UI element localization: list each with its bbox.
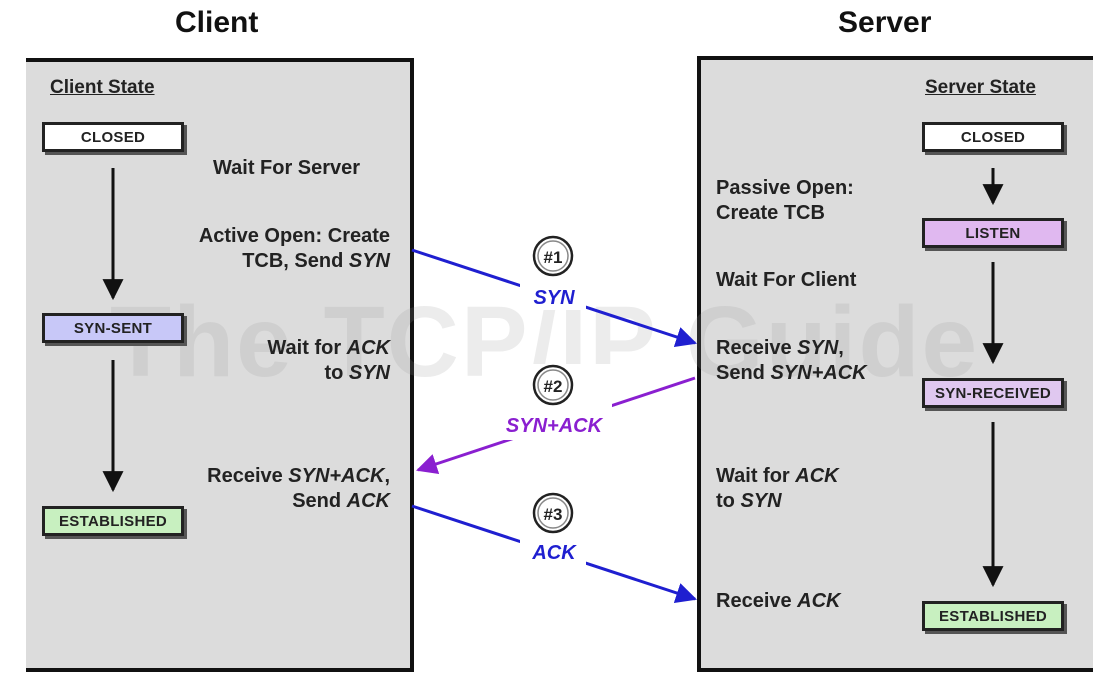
server-label-wait-client: Wait For Client bbox=[716, 269, 857, 291]
server-label-receive-ack: Receive ACK bbox=[716, 590, 841, 612]
message-2-badge: #2 bbox=[532, 364, 574, 406]
message-3-badge: #3 bbox=[532, 492, 574, 534]
server-state-listen: LISTEN bbox=[922, 218, 1064, 248]
message-2-number: #2 bbox=[544, 377, 563, 396]
server-label-wait-ack: Wait for ACK to SYN bbox=[716, 465, 839, 512]
server-title: Server bbox=[838, 6, 932, 39]
server-panel bbox=[697, 56, 1093, 672]
server-state-heading: Server State bbox=[925, 77, 1036, 98]
message-1-number: #1 bbox=[544, 248, 563, 267]
client-state-heading: Client State bbox=[50, 77, 155, 98]
client-state-syn-sent: SYN-SENT bbox=[42, 313, 184, 343]
message-3-number: #3 bbox=[544, 505, 563, 524]
server-label-passive-open: Passive Open: Create TCB bbox=[716, 177, 854, 224]
client-panel bbox=[26, 58, 414, 672]
client-label-receive-synack: Receive SYN+ACK, Send ACK bbox=[207, 465, 390, 512]
client-state-established: ESTABLISHED bbox=[42, 506, 184, 536]
message-3-label: ACK bbox=[531, 542, 577, 564]
client-title: Client bbox=[175, 6, 259, 39]
client-state-closed: CLOSED bbox=[42, 122, 184, 152]
client-label-wait-ack: Wait for ACK to SYN bbox=[267, 337, 390, 384]
server-state-established: ESTABLISHED bbox=[922, 601, 1064, 631]
message-2-label: SYN+ACK bbox=[506, 415, 604, 437]
server-state-syn-received: SYN-RECEIVED bbox=[922, 378, 1064, 408]
message-1-label: SYN bbox=[533, 287, 575, 309]
server-state-closed: CLOSED bbox=[922, 122, 1064, 152]
server-label-receive-syn: Receive SYN, Send SYN+ACK bbox=[716, 337, 867, 384]
client-label-wait-server: Wait For Server bbox=[213, 157, 361, 179]
message-1-badge: #1 bbox=[532, 235, 574, 277]
client-label-active-open: Active Open: Create TCB, Send SYN bbox=[198, 225, 390, 272]
